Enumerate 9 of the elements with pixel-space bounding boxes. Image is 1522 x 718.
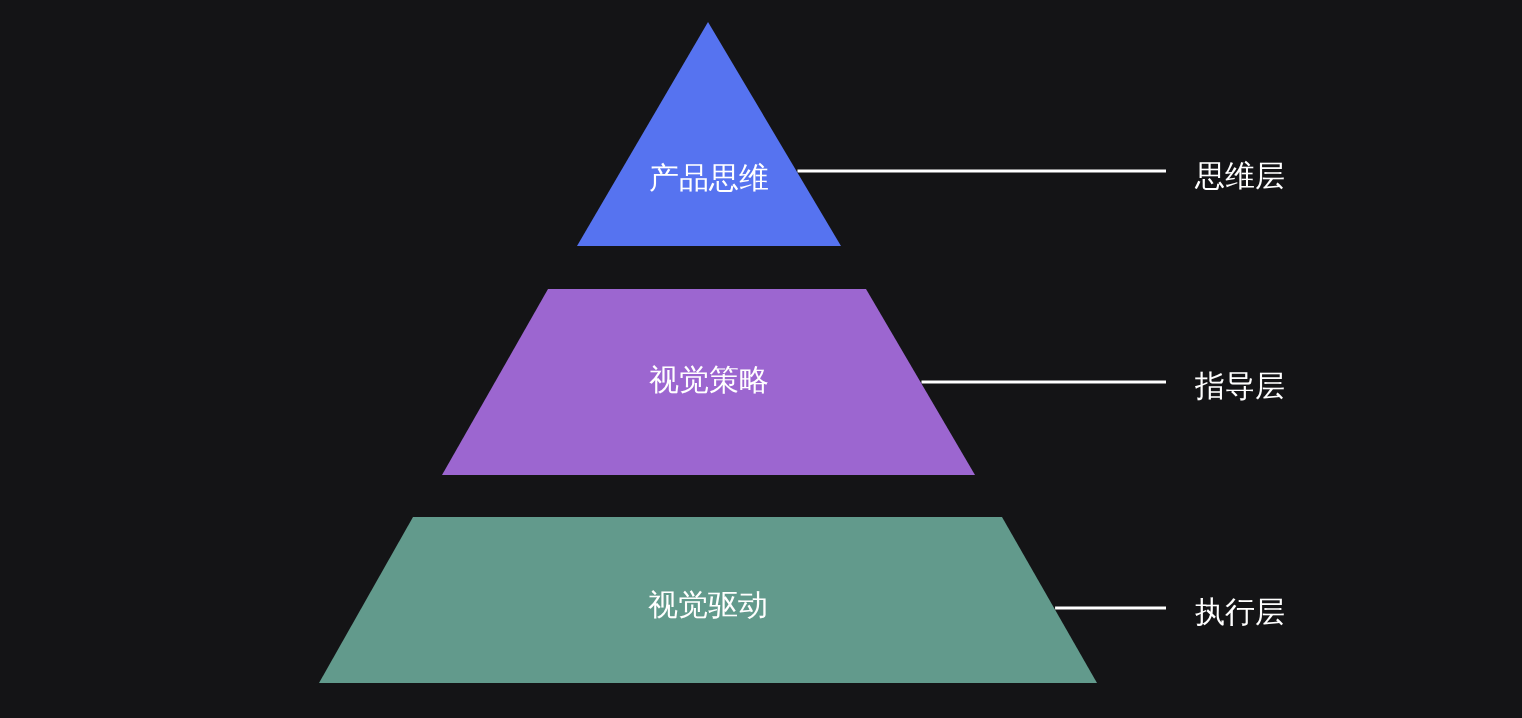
layer-label: 指导层 [1195, 371, 1285, 401]
tier-label: 视觉驱动 [648, 590, 768, 620]
tier-label: 产品思维 [649, 163, 769, 193]
tier-label: 视觉策略 [648, 365, 769, 395]
layer-label: 执行层 [1195, 597, 1285, 627]
leader-line [1055, 606, 1166, 610]
layer-label: 思维层 [1195, 161, 1285, 191]
leader-line [921, 380, 1166, 384]
leader-line [797, 169, 1166, 173]
